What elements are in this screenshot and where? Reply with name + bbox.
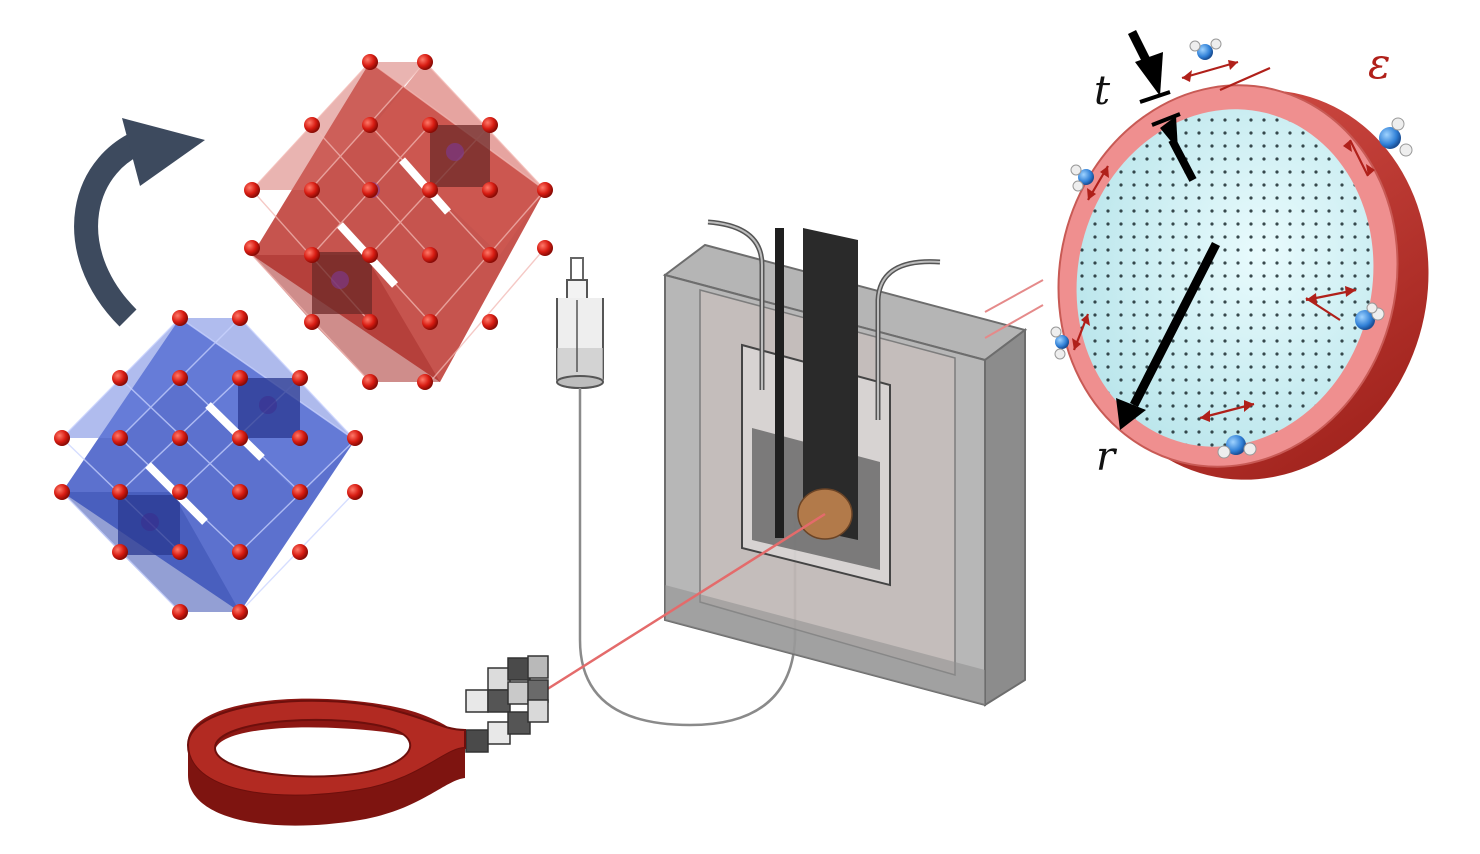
oxygen-atom (482, 117, 498, 133)
oxygen-atom (172, 370, 188, 386)
red-oxygen-atoms (244, 54, 553, 390)
oxygen-atom (292, 484, 308, 500)
oxygen-atom (232, 370, 248, 386)
oxygen-atom (292, 430, 308, 446)
oxygen-atom (417, 54, 433, 70)
oxygen-atom (482, 247, 498, 263)
thickness-arrows (1127, 29, 1197, 182)
oxygen-atom (304, 247, 320, 263)
electrochemical-cell (662, 219, 1028, 707)
oxygen-atom (54, 484, 70, 500)
oxygen-atom (362, 117, 378, 133)
oxygen-atom (362, 374, 378, 390)
oxygen-atom (304, 314, 320, 330)
oxygen-atom (304, 117, 320, 133)
oxygen-atom (172, 544, 188, 560)
radius-arrow (1116, 241, 1221, 430)
oxygen-atom (292, 370, 308, 386)
strain-label: ε (1368, 39, 1391, 88)
oxygen-atom (244, 240, 260, 256)
oxygen-atom (482, 182, 498, 198)
oxygen-atom (304, 182, 320, 198)
oxygen-atom (112, 484, 128, 500)
oxygen-atom (362, 54, 378, 70)
water-molecules (1050, 38, 1413, 459)
oxygen-atom (422, 247, 438, 263)
oxygen-atom (172, 604, 188, 620)
oxygen-atom (232, 310, 248, 326)
electrolyte-tubing (578, 388, 797, 727)
radius-label: r (1096, 434, 1118, 480)
oxygen-atom (422, 117, 438, 133)
oxygen-atom (292, 544, 308, 560)
oxygen-atom (347, 430, 363, 446)
oxygen-atom (54, 430, 70, 446)
oxygen-atom (172, 484, 188, 500)
oxygen-atom (362, 247, 378, 263)
oxygen-atom (112, 370, 128, 386)
oxygen-atom (172, 310, 188, 326)
curved-arrow-icon (74, 118, 205, 327)
oxygen-atom (417, 374, 433, 390)
optical-fiber-coil (186, 698, 466, 826)
oxygen-atom (347, 484, 363, 500)
beam-focusing-optics (465, 655, 549, 753)
blue-perovskite-octahedra (61, 317, 356, 613)
oxygen-atom (232, 604, 248, 620)
electrolyte-reservoir (556, 257, 604, 390)
oxygen-atom (537, 182, 553, 198)
oxygen-atom (232, 484, 248, 500)
red-perovskite-octahedra (251, 61, 546, 383)
oxygen-atom (244, 182, 260, 198)
zoom-guide-lines (984, 279, 1044, 339)
thickness-label: t (1094, 68, 1111, 114)
oxygen-atom (362, 314, 378, 330)
oxygen-atom (232, 430, 248, 446)
oxygen-atom (422, 314, 438, 330)
nanoparticle-cross-section (1050, 29, 1429, 480)
oxygen-atom (172, 430, 188, 446)
oxygen-atom (482, 314, 498, 330)
blue-oxygen-atoms (54, 310, 363, 620)
oxygen-atom (422, 182, 438, 198)
oxygen-atom (232, 544, 248, 560)
oxygen-atom (112, 430, 128, 446)
oxygen-atom (362, 182, 378, 198)
oxygen-atom (537, 240, 553, 256)
laser-beam (529, 512, 826, 702)
oxygen-atom (112, 544, 128, 560)
